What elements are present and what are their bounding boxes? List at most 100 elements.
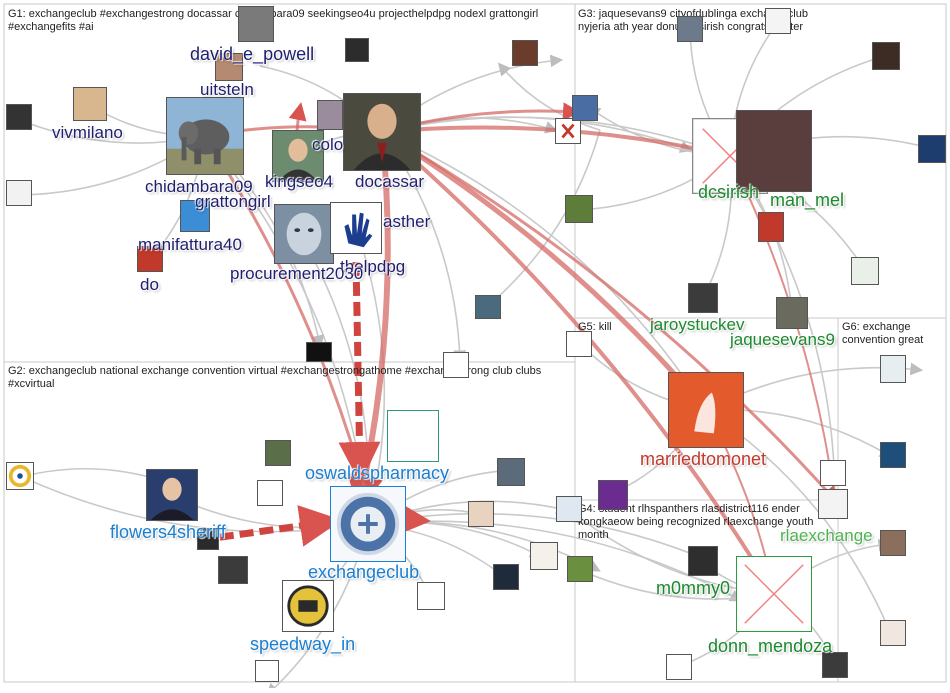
edge	[497, 62, 601, 131]
user-avatar-g3-g[interactable]	[758, 212, 784, 242]
m0mmy0-avatar[interactable]	[688, 546, 718, 576]
robot-face-icon	[275, 205, 333, 263]
rotary-logo-icon	[8, 464, 32, 488]
label-manifattura40: manifattura40	[138, 235, 242, 254]
user-avatar-g2-f[interactable]	[468, 501, 494, 527]
group-title-g2: G2: exchangeclub national exchange conve…	[8, 365, 542, 390]
label-jaroystuckev: jaroystuckev	[650, 315, 745, 334]
edge-strong	[380, 129, 713, 418]
colo-avatar[interactable]	[317, 100, 343, 130]
exchangeclub-avatar[interactable]	[330, 486, 406, 562]
user-avatar-g1-b[interactable]	[238, 6, 274, 42]
jaquesevans9-avatar[interactable]	[776, 297, 808, 329]
label-dcsirish: dcsirish	[698, 182, 760, 202]
user-avatar-g1-f[interactable]	[306, 342, 332, 362]
label-grattongirl: grattongirl	[195, 192, 271, 211]
chidambara09-avatar[interactable]	[166, 97, 244, 175]
nodexl-avatar[interactable]	[6, 180, 32, 206]
user-avatar-g6-c[interactable]	[880, 530, 906, 556]
label-jaquesevans9: jaquesevans9	[730, 330, 835, 349]
user-avatar-g4-b[interactable]	[567, 556, 593, 582]
kingseo4-avatar[interactable]	[272, 130, 324, 182]
user-avatar-g2-d[interactable]	[218, 556, 248, 584]
user-avatar-g4-d[interactable]	[822, 652, 848, 678]
x-logo-icon	[561, 123, 575, 139]
rotary-avatar[interactable]	[6, 462, 34, 490]
user-avatar-g5-b[interactable]	[598, 480, 628, 510]
user-avatar-g6-b[interactable]	[880, 442, 906, 468]
man-mel-avatar[interactable]	[736, 110, 812, 192]
label-exchangeclub: exchangeclub	[308, 562, 420, 582]
edge	[729, 155, 842, 504]
user-avatar-g1-d[interactable]	[512, 40, 538, 66]
label-kingseo4: kingseo4	[265, 172, 334, 191]
group-title-g6: G6: exchange convention great	[842, 321, 924, 346]
handprint-logo-icon	[331, 203, 381, 253]
speedway-logo-icon	[283, 581, 333, 631]
arxiv-avatar[interactable]	[137, 246, 163, 272]
user-avatar-g2-j[interactable]	[255, 660, 279, 682]
user-avatar-g1-a[interactable]	[6, 104, 32, 130]
label-procurement2030: procurement2030	[230, 264, 364, 283]
vivmilano-avatar[interactable]	[73, 87, 107, 121]
flowers4sheriff-avatar[interactable]	[146, 469, 198, 521]
speedway-in-avatar[interactable]	[282, 580, 334, 632]
user-avatar-g3-d[interactable]	[872, 42, 900, 70]
group-title-g3: G3: jaquesevans9 cityofdublinga exchange…	[578, 8, 808, 33]
user-avatar-g2-e[interactable]	[497, 458, 525, 486]
user-avatar-g6-d[interactable]	[880, 620, 906, 646]
user-avatar-g2-a[interactable]	[265, 440, 291, 466]
user-avatar-g2-b[interactable]	[257, 480, 283, 506]
docassar-avatar[interactable]	[343, 93, 421, 171]
group-title-g1: G1: exchangeclub #exchangestrong docassa…	[8, 8, 539, 33]
user-avatar-g2-c[interactable]	[197, 528, 219, 550]
grattongirl-avatar[interactable]	[180, 200, 210, 232]
user-avatar-g3-f[interactable]	[565, 195, 593, 223]
projecthelpdpg-avatar[interactable]	[330, 202, 382, 254]
edge-strong	[380, 130, 779, 601]
procurement2030-avatar[interactable]	[274, 204, 334, 264]
edge-dashed	[338, 261, 381, 484]
label-uitsteln: uitsteln	[200, 80, 254, 99]
group-box-g4	[574, 499, 839, 683]
portrait-photo-icon	[344, 94, 420, 170]
edge	[485, 129, 601, 309]
label-speedway-in: speedway_in	[250, 634, 356, 654]
user-avatar-g3-b[interactable]	[677, 16, 703, 42]
user-avatar-g2-g[interactable]	[530, 542, 558, 570]
user-avatar-g1-c[interactable]	[345, 38, 369, 62]
label-rlaexchange: rlaexchange	[780, 526, 873, 545]
user-avatar-g3-c[interactable]	[765, 8, 791, 34]
user-avatar-g2-k[interactable]	[443, 352, 469, 378]
jaroystuckev-avatar[interactable]	[688, 283, 718, 313]
user-avatar-g3-e[interactable]	[918, 135, 946, 163]
user-avatar-g6-e[interactable]	[820, 460, 846, 486]
marriedtomonet-avatar[interactable]	[668, 372, 744, 448]
exchangeclub-seal-icon	[331, 487, 405, 561]
rlaexchange-avatar[interactable]	[818, 489, 848, 519]
user-avatar-g4-c[interactable]	[666, 654, 692, 680]
edge-dashed	[199, 505, 342, 547]
user-avatar-g3-a[interactable]	[572, 95, 598, 121]
oswaldspharmacy-avatar[interactable]	[387, 410, 439, 462]
group-title-g5: G5: kill	[578, 321, 612, 333]
user-avatar-g1-e[interactable]	[475, 295, 501, 319]
donn-mendoza-avatar[interactable]	[736, 556, 812, 632]
elephant-photo-icon	[167, 98, 243, 174]
label-chidambara09: chidambara09	[145, 177, 253, 196]
label-docassar: docassar	[355, 172, 424, 191]
x-logo-avatar[interactable]	[555, 118, 581, 144]
david-e-powell-avatar[interactable]	[215, 53, 243, 81]
label-thelpdpg: thelpdpg	[340, 257, 406, 276]
user-avatar-g5-a[interactable]	[566, 331, 592, 357]
user-avatar-g2-i[interactable]	[417, 582, 445, 610]
label-flowers4sheriff: flowers4sheriff	[110, 522, 226, 542]
user-avatar-g2-h[interactable]	[493, 564, 519, 590]
user-avatar-g4-a[interactable]	[556, 496, 582, 522]
label-david-e-powell: david_e_powell	[190, 44, 315, 64]
label-oswaldspharmacy: oswaldspharmacy	[305, 463, 450, 483]
user-avatar-g3-h[interactable]	[851, 257, 879, 285]
user-avatar-g6-a[interactable]	[880, 355, 906, 383]
label-colo: colo	[312, 135, 344, 154]
portrait-photo-icon	[147, 470, 197, 520]
